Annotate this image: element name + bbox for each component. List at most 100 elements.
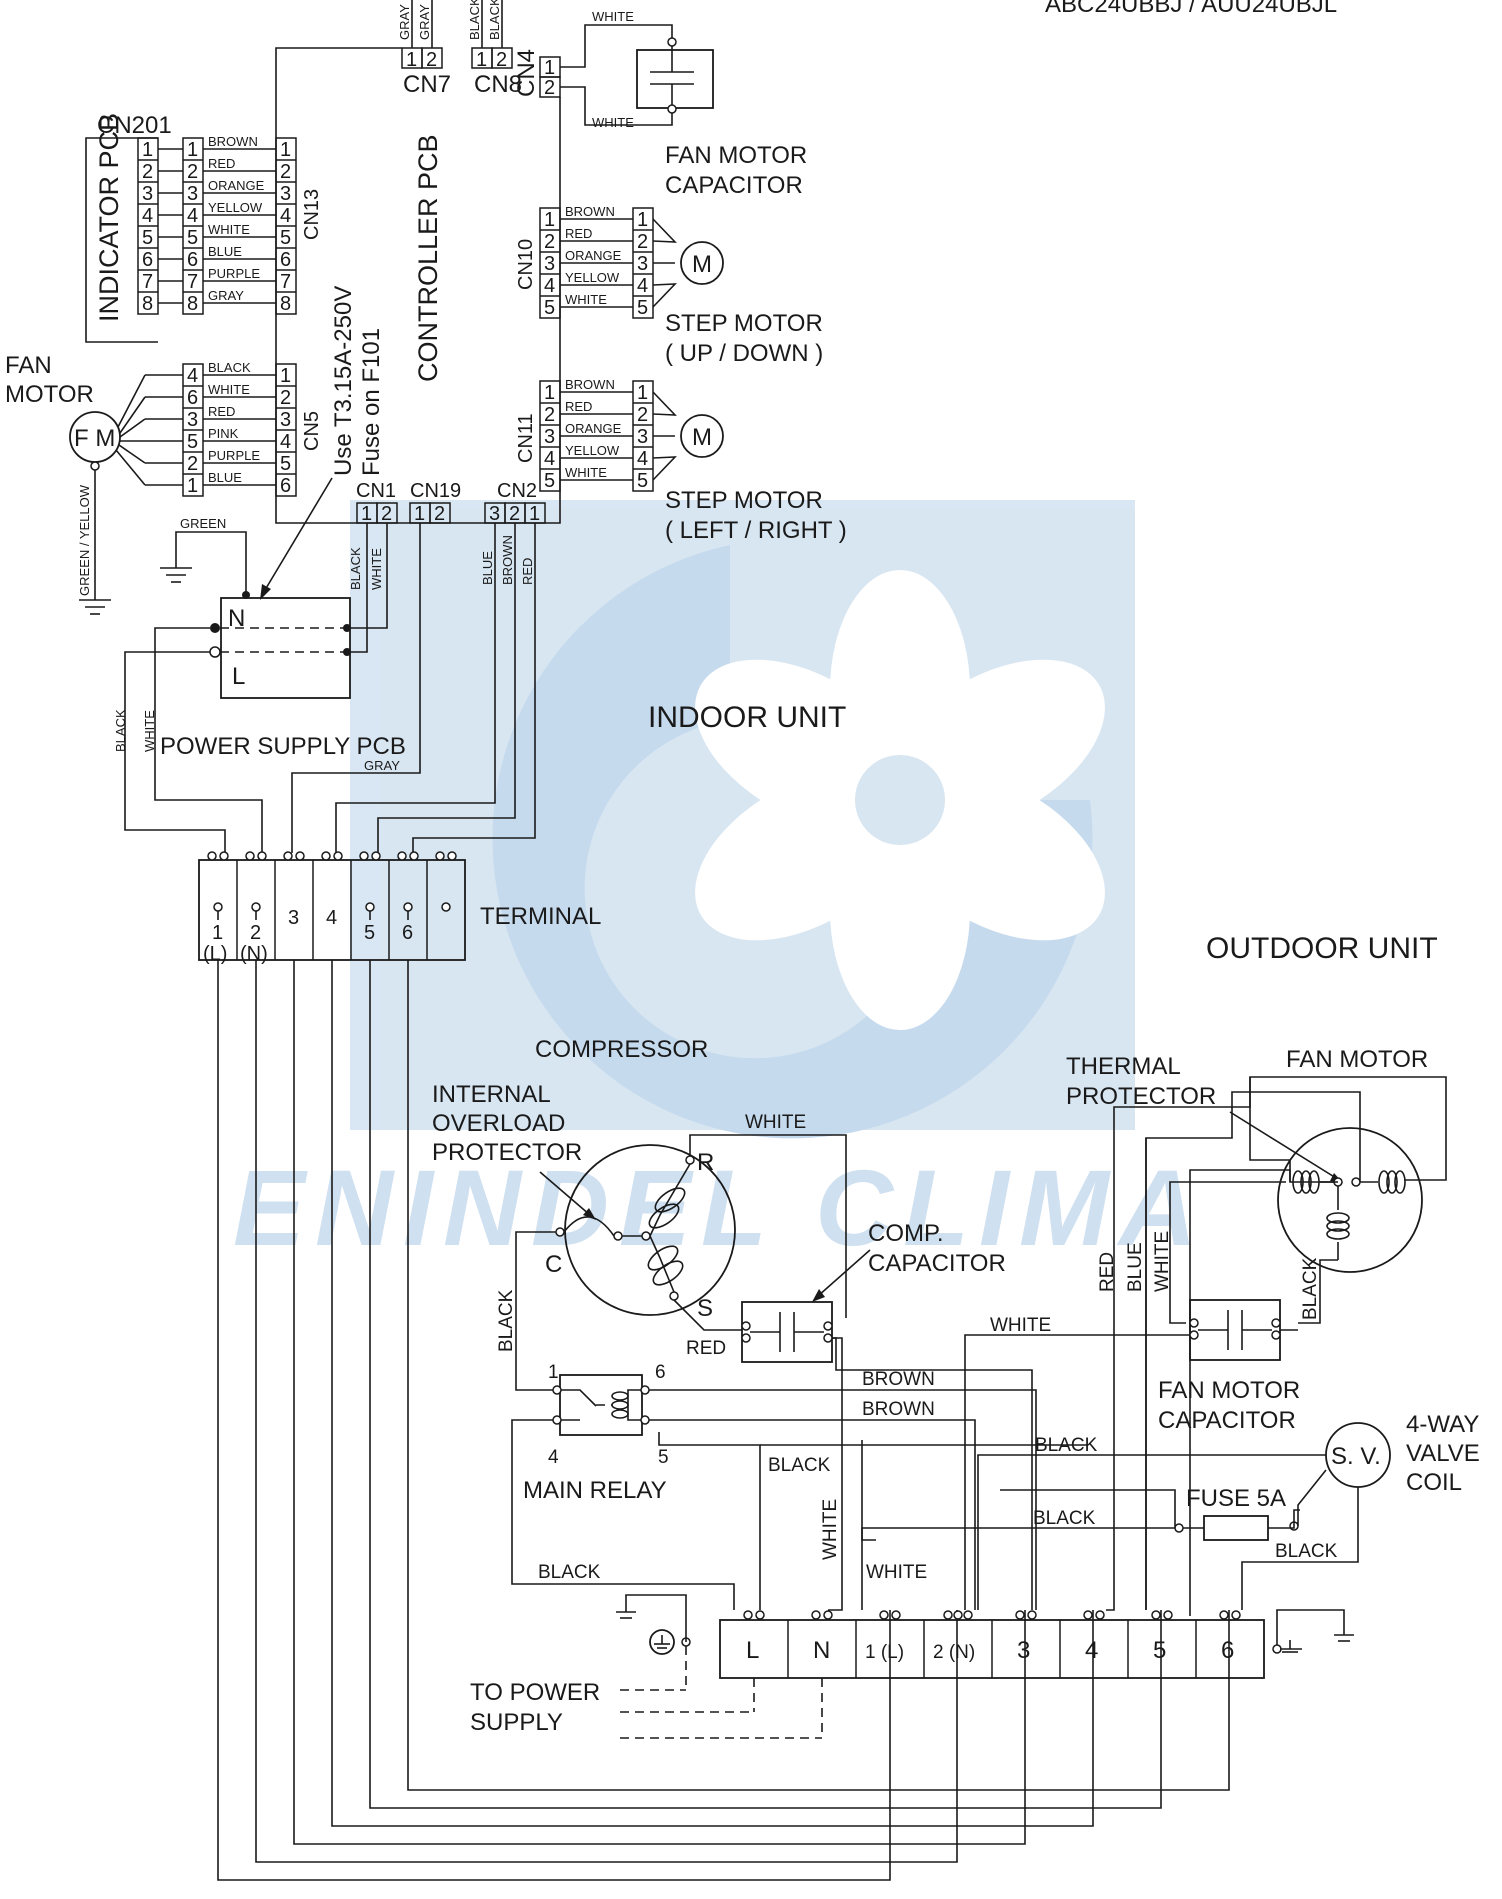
- svg-text:INDICATOR PCB: INDICATOR PCB: [94, 113, 124, 322]
- svg-text:TERMINAL: TERMINAL: [480, 903, 601, 930]
- svg-text:MOTOR: MOTOR: [5, 381, 94, 408]
- svg-text:BLUE: BLUE: [208, 470, 242, 485]
- svg-text:WHITE: WHITE: [745, 1112, 806, 1133]
- outdoor-unit-label: OUTDOOR UNIT: [1206, 932, 1438, 965]
- svg-text:BROWN: BROWN: [862, 1369, 935, 1390]
- svg-text:FAN MOTOR: FAN MOTOR: [665, 142, 807, 169]
- svg-text:CAPACITOR: CAPACITOR: [1158, 1407, 1296, 1434]
- svg-text:( LEFT / RIGHT ): ( LEFT / RIGHT ): [665, 517, 847, 544]
- svg-text:5: 5: [637, 297, 648, 319]
- svg-text:FUSE 5A: FUSE 5A: [1186, 1485, 1286, 1512]
- fan-motor-capacitor-outdoor: WHITE FAN MOTOR CAPACITOR: [964, 1299, 1300, 1610]
- svg-text:OVERLOAD: OVERLOAD: [432, 1110, 565, 1137]
- svg-text:BLACK: BLACK: [348, 547, 363, 590]
- svg-text:2: 2: [509, 503, 520, 525]
- svg-text:5: 5: [364, 922, 375, 944]
- main-relay: 1 4 5 6 MAIN RELAY BROWN BLACK BLACK: [511, 1362, 1088, 1610]
- connector-cn5-plug: 4 6 3 5 2 1: [145, 363, 204, 497]
- svg-text:FAN: FAN: [5, 352, 52, 379]
- svg-text:(L): (L): [203, 943, 227, 965]
- svg-text:4: 4: [280, 431, 291, 453]
- watermark-logo: [350, 500, 1135, 1139]
- svg-text:1: 1: [212, 922, 223, 944]
- interconnect-wiring: [217, 960, 1230, 1881]
- svg-text:4-WAY: 4-WAY: [1406, 1411, 1479, 1438]
- svg-text:BLACK: BLACK: [1275, 1541, 1338, 1562]
- svg-text:3: 3: [142, 183, 153, 205]
- svg-text:3: 3: [187, 183, 198, 205]
- connector-cn13: 1 2 3 4 5 6 7 8 CN13 BROWN RED ORANGE YE…: [203, 134, 323, 315]
- svg-text:5: 5: [544, 297, 555, 319]
- svg-text:2: 2: [381, 503, 392, 525]
- indoor-unit-label: INDOOR UNIT: [648, 701, 846, 734]
- svg-text:RED: RED: [208, 156, 235, 171]
- ground-indoor: GREEN: [79, 516, 247, 615]
- svg-text:(N): (N): [240, 943, 268, 965]
- step-motor-left-right: 1 2 3 4 5 BROWN RED ORANGE YELLOW WHITE …: [560, 377, 847, 544]
- svg-text:8: 8: [280, 293, 291, 315]
- svg-text:2 (N): 2 (N): [933, 1642, 975, 1663]
- svg-text:STEP MOTOR: STEP MOTOR: [665, 310, 823, 337]
- svg-text:5: 5: [544, 470, 555, 492]
- compressor: COMPRESSOR INTERNAL OVERLOAD PROTECTOR C…: [432, 1036, 847, 1391]
- svg-text:7: 7: [142, 271, 153, 293]
- svg-text:BLUE: BLUE: [480, 551, 495, 585]
- svg-text:1: 1: [544, 209, 555, 231]
- svg-text:1: 1: [187, 475, 198, 497]
- model-number: ABC24UBBJ / AUU24UBJL: [1045, 0, 1337, 18]
- svg-text:6: 6: [187, 249, 198, 271]
- svg-text:R: R: [697, 1149, 714, 1176]
- svg-text:VALVE: VALVE: [1406, 1440, 1480, 1467]
- svg-text:PINK: PINK: [208, 426, 239, 441]
- svg-text:4: 4: [544, 275, 555, 297]
- svg-text:2: 2: [250, 922, 261, 944]
- indoor-internal-wiring: GRAY BLUE BROWN RED: [291, 523, 536, 853]
- svg-text:2: 2: [280, 387, 291, 409]
- svg-text:ORANGE: ORANGE: [208, 178, 265, 193]
- svg-text:PURPLE: PURPLE: [208, 266, 260, 281]
- svg-text:6: 6: [402, 922, 413, 944]
- svg-text:RED: RED: [208, 404, 235, 419]
- svg-text:SUPPLY: SUPPLY: [470, 1709, 563, 1736]
- svg-text:RED: RED: [565, 226, 592, 241]
- svg-text:CN201: CN201: [97, 112, 172, 139]
- svg-text:N: N: [228, 605, 245, 632]
- svg-text:BROWN: BROWN: [862, 1399, 935, 1420]
- svg-text:CN5: CN5: [301, 411, 323, 451]
- svg-text:5: 5: [187, 431, 198, 453]
- svg-text:COMPRESSOR: COMPRESSOR: [535, 1036, 708, 1063]
- connector-cn5: 1 2 3 4 5 6 CN5 BLACK WHITE RED PINK PUR…: [203, 360, 323, 497]
- svg-text:2: 2: [142, 161, 153, 183]
- svg-text:M: M: [692, 251, 712, 278]
- svg-text:2: 2: [187, 453, 198, 475]
- svg-text:CAPACITOR: CAPACITOR: [665, 172, 803, 199]
- svg-text:4: 4: [326, 907, 337, 929]
- svg-text:2: 2: [496, 49, 507, 71]
- svg-text:GRAY: GRAY: [417, 4, 432, 40]
- outdoor-terminal-block: L N 1 (L) 2 (N) 3 4 5 6 TO POWER SUPPLY: [470, 1594, 1354, 1739]
- svg-text:1: 1: [142, 139, 153, 161]
- fuse-5a: FUSE 5A BLACK WHITE WHITE: [820, 1440, 1327, 1610]
- cn4-label: CN4: [513, 49, 540, 97]
- svg-text:2: 2: [434, 503, 445, 525]
- svg-text:WHITE: WHITE: [990, 1315, 1051, 1336]
- svg-text:FAN MOTOR: FAN MOTOR: [1286, 1046, 1428, 1073]
- svg-text:CAPACITOR: CAPACITOR: [868, 1250, 1006, 1277]
- svg-text:3: 3: [280, 183, 291, 205]
- svg-text:2: 2: [544, 77, 555, 99]
- svg-text:BLACK: BLACK: [1033, 1508, 1096, 1529]
- svg-text:1: 1: [406, 49, 417, 71]
- svg-text:1: 1: [414, 503, 425, 525]
- connector-cn4: 1 2 CN4 WHITE WHITE: [513, 9, 673, 130]
- connector-cn201: 1 2 3 4 5 6 7 8: [137, 137, 159, 315]
- svg-text:GRAY: GRAY: [208, 288, 244, 303]
- svg-text:5: 5: [280, 453, 291, 475]
- watermark-text: ENINDEL CLIMA: [233, 1147, 1207, 1268]
- svg-text:BLACK: BLACK: [487, 0, 502, 40]
- svg-text:BROWN: BROWN: [208, 134, 258, 149]
- svg-text:WHITE: WHITE: [369, 548, 384, 590]
- svg-text:S: S: [697, 1295, 713, 1322]
- svg-text:CN13: CN13: [301, 189, 323, 240]
- svg-text:GRAY: GRAY: [364, 758, 400, 773]
- svg-text:2: 2: [187, 161, 198, 183]
